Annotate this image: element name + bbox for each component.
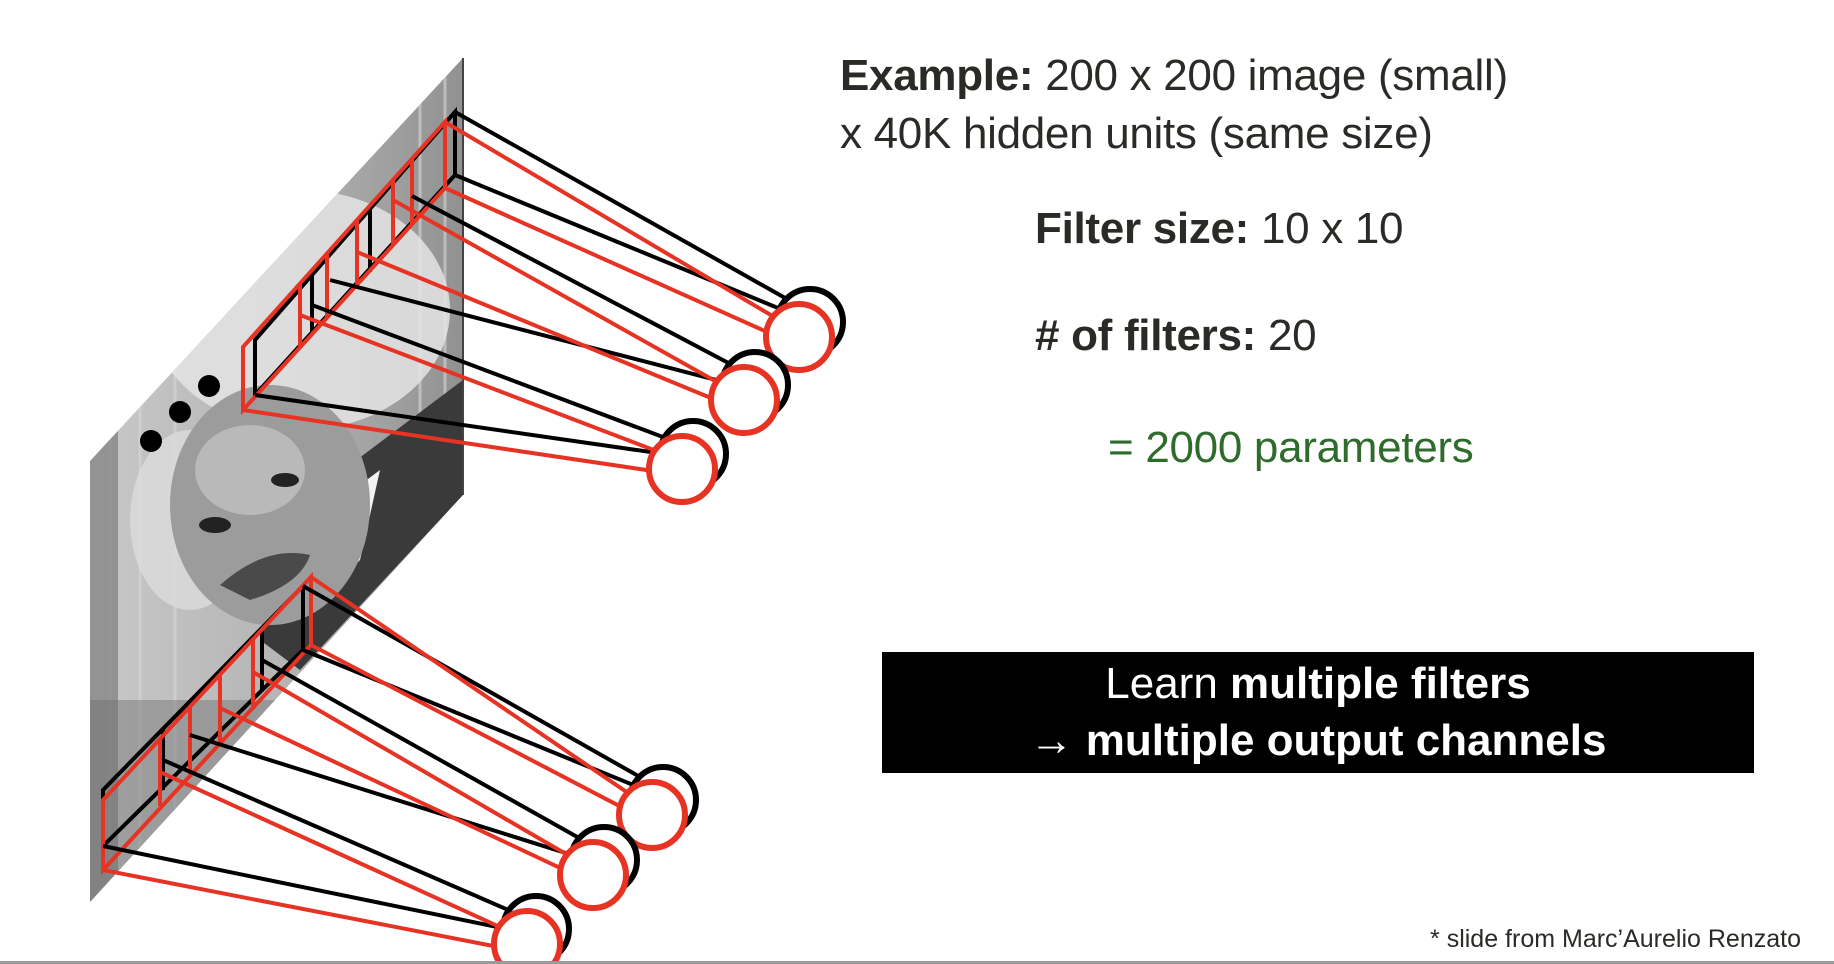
callout-bold-1: multiple filters	[1230, 659, 1531, 708]
input-image-plane	[90, 58, 463, 902]
callout-prefix: Learn	[1105, 659, 1218, 708]
parameters-line: = 2000 parameters	[1108, 423, 1474, 472]
num-filters-label: # of filters:	[1035, 311, 1257, 360]
example-label: Example:	[840, 51, 1034, 100]
hidden-unit-neuron	[491, 893, 572, 964]
callout-box: Learn multiple filters → multiple output…	[882, 652, 1754, 773]
slide-credit: * slide from Marc’Aurelio Renzato	[1430, 925, 1801, 953]
lower-filter-group	[101, 571, 699, 964]
callout-bold-2: multiple output channels	[1085, 716, 1607, 765]
example-value: 200 x 200 image (small)	[1045, 51, 1508, 100]
hidden-unit-neuron	[557, 824, 640, 911]
bottom-divider	[0, 961, 1834, 964]
hidden-unit-neuron	[646, 418, 729, 505]
filter-size-line: Filter size: 10 x 10	[1035, 201, 1403, 257]
filter-size-label: Filter size:	[1035, 204, 1250, 253]
filter-size-value: 10 x 10	[1260, 204, 1404, 253]
arrow-icon: →	[1029, 716, 1074, 765]
ellipsis-dots	[140, 375, 220, 452]
hidden-unit-neuron	[616, 764, 699, 851]
hidden-units-line: x 40K hidden units (same size)	[840, 109, 1433, 158]
num-filters-line: # of filters: 20	[1035, 308, 1317, 364]
callout-row-2: → multiple output channels	[882, 712, 1754, 769]
num-filters-value: 20	[1267, 311, 1317, 360]
callout-row-1: Learn multiple filters	[882, 655, 1754, 712]
example-line: Example: 200 x 200 image (small)	[840, 48, 1508, 104]
upper-filter-group	[241, 106, 846, 505]
hidden-unit-neuron	[763, 286, 846, 373]
hidden-unit-neuron	[708, 349, 791, 436]
